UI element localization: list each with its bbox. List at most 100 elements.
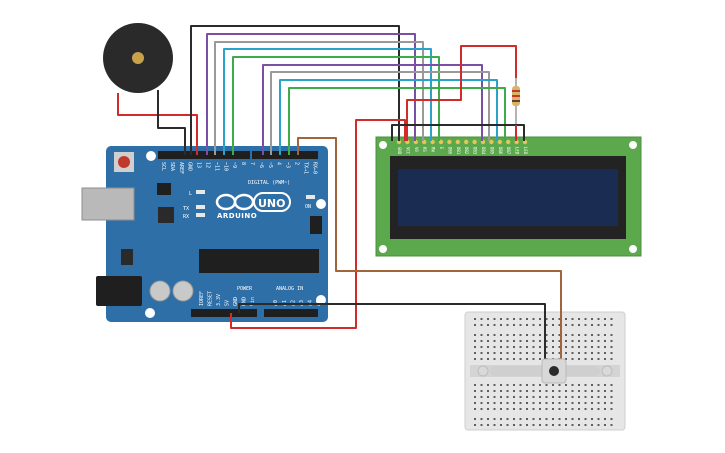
lcd-pin[interactable]: [497, 139, 502, 145]
resistor[interactable]: [512, 78, 520, 125]
breadboard-hole: [591, 324, 593, 326]
breadboard-hole: [578, 340, 580, 342]
lcd-pin[interactable]: [489, 139, 494, 145]
breadboard-hole: [584, 396, 587, 398]
breadboard-hole: [539, 340, 541, 342]
lcd-pin-label: GND: [397, 147, 402, 155]
breadboard-hole: [591, 396, 593, 398]
breadboard-hole: [545, 324, 548, 326]
breadboard-hole: [480, 334, 483, 336]
breadboard-hole: [610, 390, 613, 392]
breadboard-hole: [480, 384, 483, 386]
digital-pin-label: 4: [276, 162, 282, 165]
buzzer[interactable]: [103, 23, 173, 93]
breadboard-hole: [506, 390, 509, 392]
breadboard-hole: [474, 324, 476, 326]
breadboard-hole: [506, 324, 509, 326]
power-pin-label: 5V: [225, 300, 231, 306]
breadboard-hole: [565, 318, 567, 320]
breadboard-hole: [519, 352, 522, 354]
lcd-pin[interactable]: [506, 139, 511, 145]
atmega-chip: [199, 249, 319, 273]
power-pin-label: A5: [316, 300, 322, 306]
digital-pin-label: 7: [249, 162, 255, 165]
digital-pin-label: 2: [294, 162, 300, 165]
breadboard-hole: [539, 384, 541, 386]
digital-pin-label: ~10: [222, 162, 228, 171]
lcd-pin[interactable]: [455, 139, 460, 145]
digital-pin-label: 8: [240, 162, 246, 165]
l-label: L: [189, 191, 192, 197]
potentiometer-knob[interactable]: [549, 366, 559, 376]
breadboard-hole: [571, 340, 574, 342]
breadboard-hole: [513, 408, 515, 410]
breadboard-hole: [565, 418, 567, 420]
breadboard-hole: [591, 418, 593, 420]
breadboard-hole: [532, 318, 535, 320]
power-pin-label: Vin: [250, 297, 256, 306]
breadboard-hole: [578, 384, 580, 386]
breadboard-hole: [532, 418, 535, 420]
reset-button[interactable]: [118, 156, 130, 168]
lcd-pin[interactable]: [447, 139, 452, 145]
breadboard-hole: [506, 340, 509, 342]
breadboard-hole: [513, 418, 515, 420]
lcd-screen: [398, 169, 618, 226]
digital-header-right: [252, 151, 318, 159]
breadboard-hole: [545, 424, 548, 426]
breadboard-hole: [578, 358, 580, 360]
breadboard-hole: [506, 418, 509, 420]
wire-red-to-resistor: [406, 45, 517, 141]
breadboard-hole: [532, 408, 535, 410]
breadboard-hole: [500, 408, 502, 410]
breadboard-hole: [565, 390, 567, 392]
breadboard-hole: [591, 352, 593, 354]
digital-header-left: [158, 151, 250, 159]
lcd-pin-label: RS: [422, 147, 427, 152]
breadboard-hole: [519, 424, 522, 426]
breadboard-hole: [487, 408, 489, 410]
breadboard-hole: [552, 324, 554, 326]
lcd-pin[interactable]: [464, 139, 469, 145]
lcd-mount-hole: [379, 141, 387, 149]
breadboard-hole: [487, 358, 489, 360]
breadboard-hole: [474, 358, 476, 360]
capacitor: [172, 280, 194, 302]
lcd-pin[interactable]: [472, 139, 477, 145]
breadboard-hole: [532, 340, 535, 342]
breadboard-hole: [493, 358, 496, 360]
breadboard-hole: [526, 358, 528, 360]
breadboard-hole: [610, 424, 613, 426]
lcd-pin[interactable]: [396, 139, 402, 145]
breadboard-hole: [493, 408, 496, 410]
breadboard-hole: [519, 358, 522, 360]
breadboard-hole: [578, 334, 580, 336]
power-pin-label: 3.3V: [216, 294, 222, 306]
potentiometer[interactable]: [477, 358, 613, 384]
model-label: UNO: [258, 197, 286, 210]
analog-label: ANALOG IN: [276, 286, 303, 292]
breadboard-hole: [526, 424, 528, 426]
mount-hole: [316, 295, 326, 305]
breadboard-hole: [558, 318, 561, 320]
breadboard-hole: [545, 346, 548, 348]
breadboard-hole: [591, 408, 593, 410]
breadboard-hole: [519, 384, 522, 386]
breadboard-hole: [480, 352, 483, 354]
breadboard-hole: [584, 334, 587, 336]
breadboard-hole: [500, 340, 502, 342]
breadboard-hole: [513, 352, 515, 354]
breadboard-hole: [487, 334, 489, 336]
digital-pin-label: ~11: [213, 162, 219, 171]
breadboard-hole: [571, 396, 574, 398]
buzzer-center: [132, 52, 144, 64]
breadboard-hole: [532, 346, 535, 348]
breadboard-hole: [500, 402, 502, 404]
breadboard-hole: [506, 346, 509, 348]
breadboard-hole: [578, 408, 580, 410]
breadboard-hole: [487, 384, 489, 386]
breadboard-hole: [526, 346, 528, 348]
